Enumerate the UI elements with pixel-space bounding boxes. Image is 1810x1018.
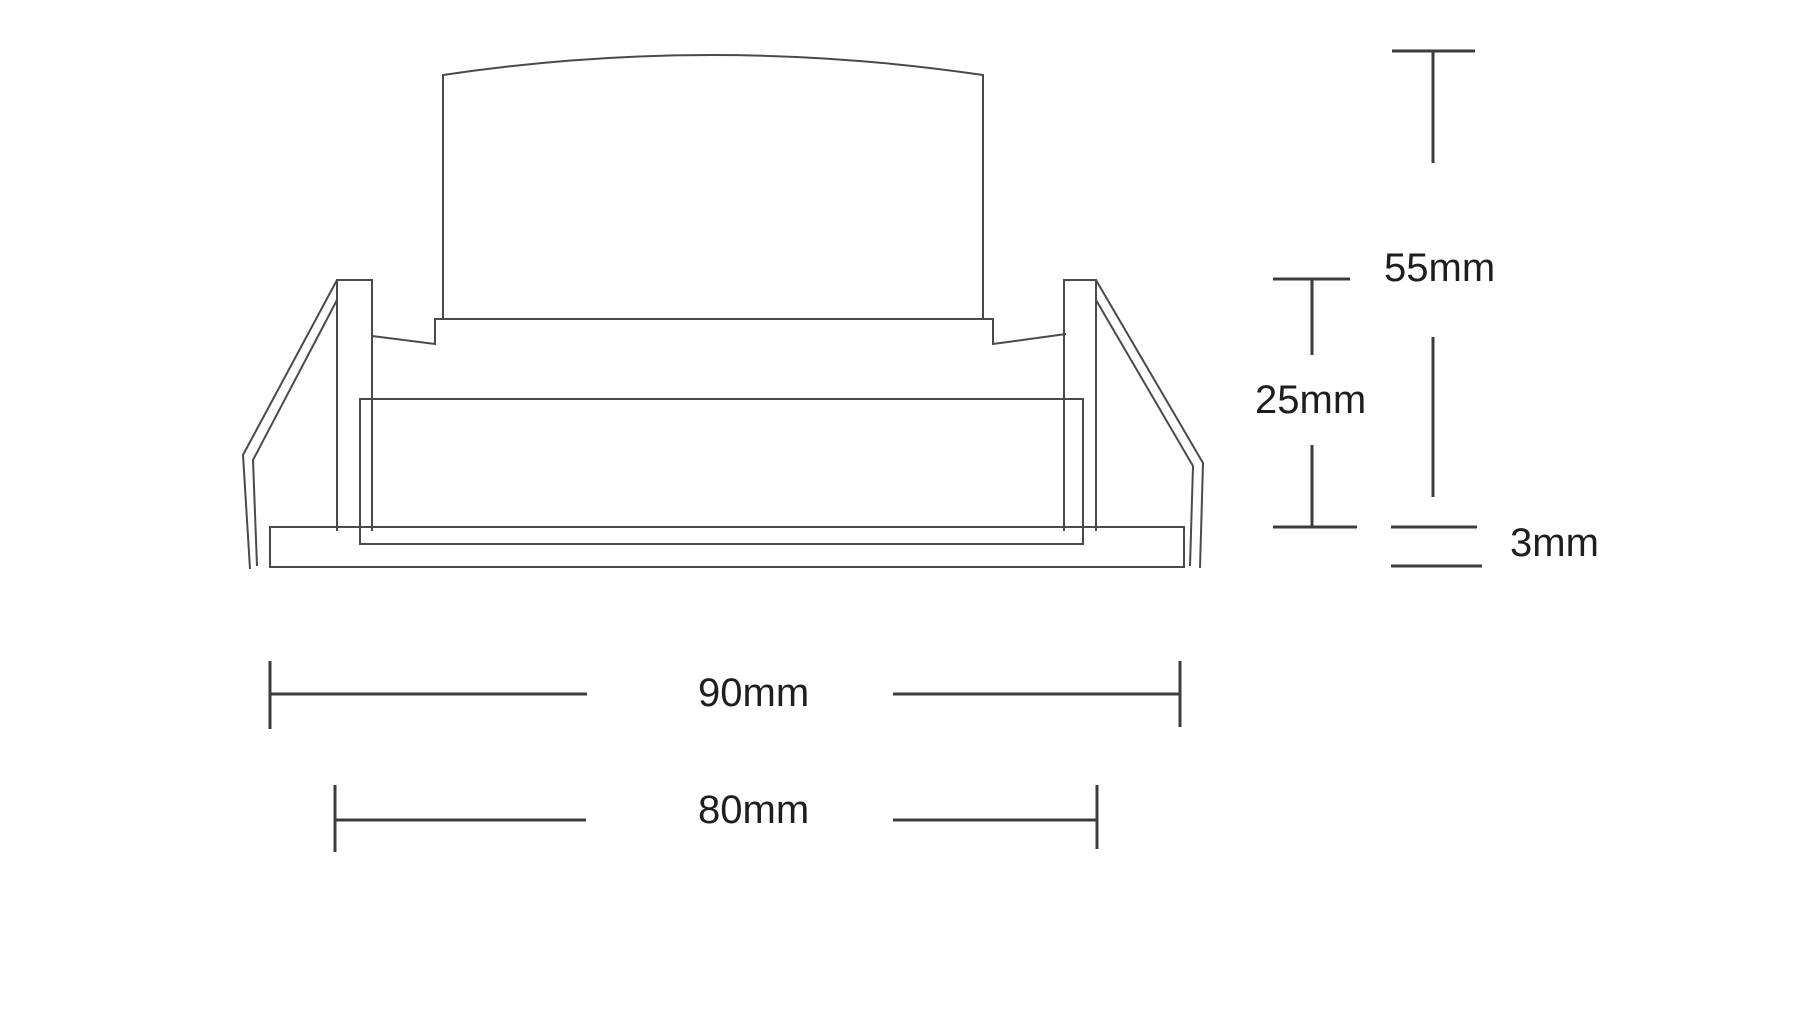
right-post [1063,279,1097,531]
flange-thickness-label: 3mm [1510,521,1599,565]
base-flange [269,526,1185,568]
total-height-dimension [1392,49,1475,497]
inner-body [359,398,1084,545]
left-post [336,279,373,531]
outer-width-label: 90mm [698,671,810,715]
right-spring-clip [1095,279,1205,569]
left-spring-clip [241,279,338,570]
body-height-label: 25mm [1255,378,1367,422]
inner-width-label: 80mm [698,788,810,832]
inner-width-dimension [333,785,1099,852]
body-height-dimension [1273,277,1357,529]
outer-width-dimension [268,661,1182,729]
flange-thickness-dimension [1391,525,1482,568]
cap-shoulder [371,318,1067,346]
top-cap [442,54,984,320]
fixture-outline [241,54,1205,570]
total-height-label: 55mm [1384,246,1496,290]
